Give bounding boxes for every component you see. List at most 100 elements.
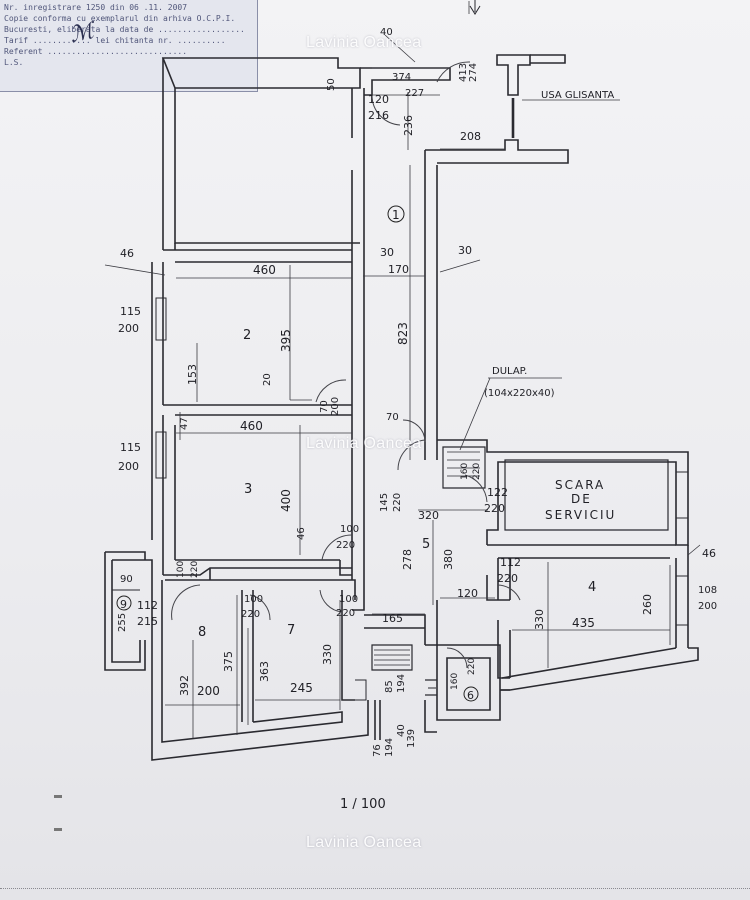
- dimension-label: 30: [458, 244, 472, 257]
- dimension-label: 70: [319, 400, 330, 413]
- dimension-label: 200: [118, 460, 139, 473]
- dimension-label: 145: [379, 493, 390, 512]
- watermark: Lavinia Oancea: [306, 834, 422, 851]
- dimension-label: 40: [380, 27, 393, 38]
- dimension-label: 40: [396, 724, 407, 737]
- dimension-lines: [104, 67, 671, 738]
- watermark: Lavinia Oancea: [306, 435, 422, 452]
- closet-note: DULAP.: [492, 366, 527, 377]
- dimension-label: 120: [457, 587, 478, 600]
- dimension-label: 395: [279, 329, 293, 352]
- dimension-label: 260: [641, 594, 654, 615]
- dimension-label: 220: [190, 561, 200, 578]
- dimension-label: 139: [406, 729, 417, 748]
- stair-note: SERVICIU: [545, 508, 616, 522]
- room-number: 7: [287, 623, 295, 638]
- dimension-label: 330: [533, 609, 546, 630]
- dimension-label: 208: [460, 130, 481, 143]
- dimension-label: 108: [698, 585, 717, 596]
- stamp-line: Bucuresti, eliberata la data de ........…: [4, 25, 245, 34]
- dimension-label: 216: [368, 109, 389, 122]
- dimension-label: 392: [178, 675, 191, 696]
- dimension-label: 255: [117, 613, 128, 632]
- dimension-label: 115: [120, 441, 141, 454]
- dimension-label: 200: [118, 322, 139, 335]
- dimension-label: 122: [487, 486, 508, 499]
- dimension-label: 220: [336, 608, 355, 619]
- stamp-line: Copie conforma cu exemplarul din arhiva …: [4, 14, 236, 23]
- dimension-label: 194: [396, 674, 407, 693]
- dimension-label: 220: [336, 540, 355, 551]
- dimension-label: 274: [468, 63, 479, 82]
- scale-mark: 1 / 100: [340, 797, 386, 812]
- dimension-label: 120: [368, 93, 389, 106]
- dimension-label: 200: [197, 684, 220, 698]
- stamp-line: L.S.: [4, 58, 24, 67]
- dimension-label: 363: [258, 661, 271, 682]
- labels: 1 2 3 4 5 6 7 8 9 USA GLISANTA DULAP. (1…: [116, 27, 717, 812]
- dimension-label: 220: [241, 609, 260, 620]
- dimension-label: 30: [380, 246, 394, 259]
- dimension-label: 100: [339, 594, 358, 605]
- dimension-label: 374: [392, 72, 411, 83]
- dimension-label: 220: [392, 493, 403, 512]
- dimension-label: 278: [401, 549, 414, 570]
- dimension-label: 375: [222, 651, 235, 672]
- dimension-label: 100: [176, 561, 186, 578]
- dimension-label: 200: [698, 601, 717, 612]
- dimension-label: 46: [120, 247, 134, 260]
- closet-dimensions: (104x220x40): [484, 388, 555, 399]
- dimension-label: 100: [244, 594, 263, 605]
- dimension-label: 160: [460, 463, 470, 480]
- dimension-label: 153: [186, 364, 199, 385]
- dimension-label: 85: [384, 680, 395, 693]
- dimension-label: 165: [382, 612, 403, 625]
- dimension-label: 20: [262, 373, 273, 386]
- dimension-label: 435: [572, 616, 595, 630]
- dimension-label: 112: [500, 556, 521, 569]
- door-swings: [171, 61, 521, 669]
- room-number: 8: [198, 625, 206, 640]
- dimension-label: 220: [472, 463, 482, 480]
- page-edge: [0, 888, 750, 890]
- room-number: 5: [422, 537, 430, 552]
- dimension-label: 47: [179, 417, 190, 430]
- dimension-label: 200: [330, 397, 341, 416]
- stair-note: SCARA: [555, 478, 605, 492]
- dimension-label: 460: [253, 263, 276, 277]
- dimension-label: 46: [702, 547, 716, 560]
- dimension-label: 227: [405, 88, 424, 99]
- punch-mark: [54, 795, 62, 798]
- sliding-door-note: USA GLISANTA: [541, 90, 614, 101]
- room-number: 1: [392, 208, 400, 222]
- dimension-label: 220: [497, 572, 518, 585]
- walls: [104, 54, 699, 761]
- room-number: 2: [243, 328, 251, 343]
- dimension-label: 50: [326, 78, 337, 91]
- dimension-label: 413: [458, 63, 469, 82]
- dimension-label: 115: [120, 305, 141, 318]
- dimension-label: 160: [450, 673, 460, 690]
- punch-mark: [54, 828, 62, 831]
- room-number: 6: [467, 689, 474, 702]
- dimension-label: 90: [120, 574, 133, 585]
- registry-stamp: Nr. inregistrare 1250 din 06 .11. 2007 C…: [0, 0, 258, 92]
- leader-lines: [384, 1, 701, 556]
- dimension-label: 460: [240, 419, 263, 433]
- dimension-label: 400: [279, 489, 293, 512]
- dimension-label: 46: [296, 527, 307, 540]
- room-number: 3: [244, 482, 252, 497]
- dimension-label: 170: [388, 263, 409, 276]
- stamp-line: Referent .............................: [4, 47, 188, 56]
- dimension-label: 245: [290, 681, 313, 695]
- dimension-label: 220: [484, 502, 505, 515]
- dimension-label: 112: [137, 599, 158, 612]
- dimension-label: 100: [340, 524, 359, 535]
- dimension-label: 380: [442, 549, 455, 570]
- room-number: 4: [588, 580, 596, 595]
- stamp-line: Tarif ............ lei chitanta nr. ....…: [4, 36, 226, 45]
- dimension-label: 823: [396, 322, 410, 345]
- dimension-label: 220: [467, 658, 477, 675]
